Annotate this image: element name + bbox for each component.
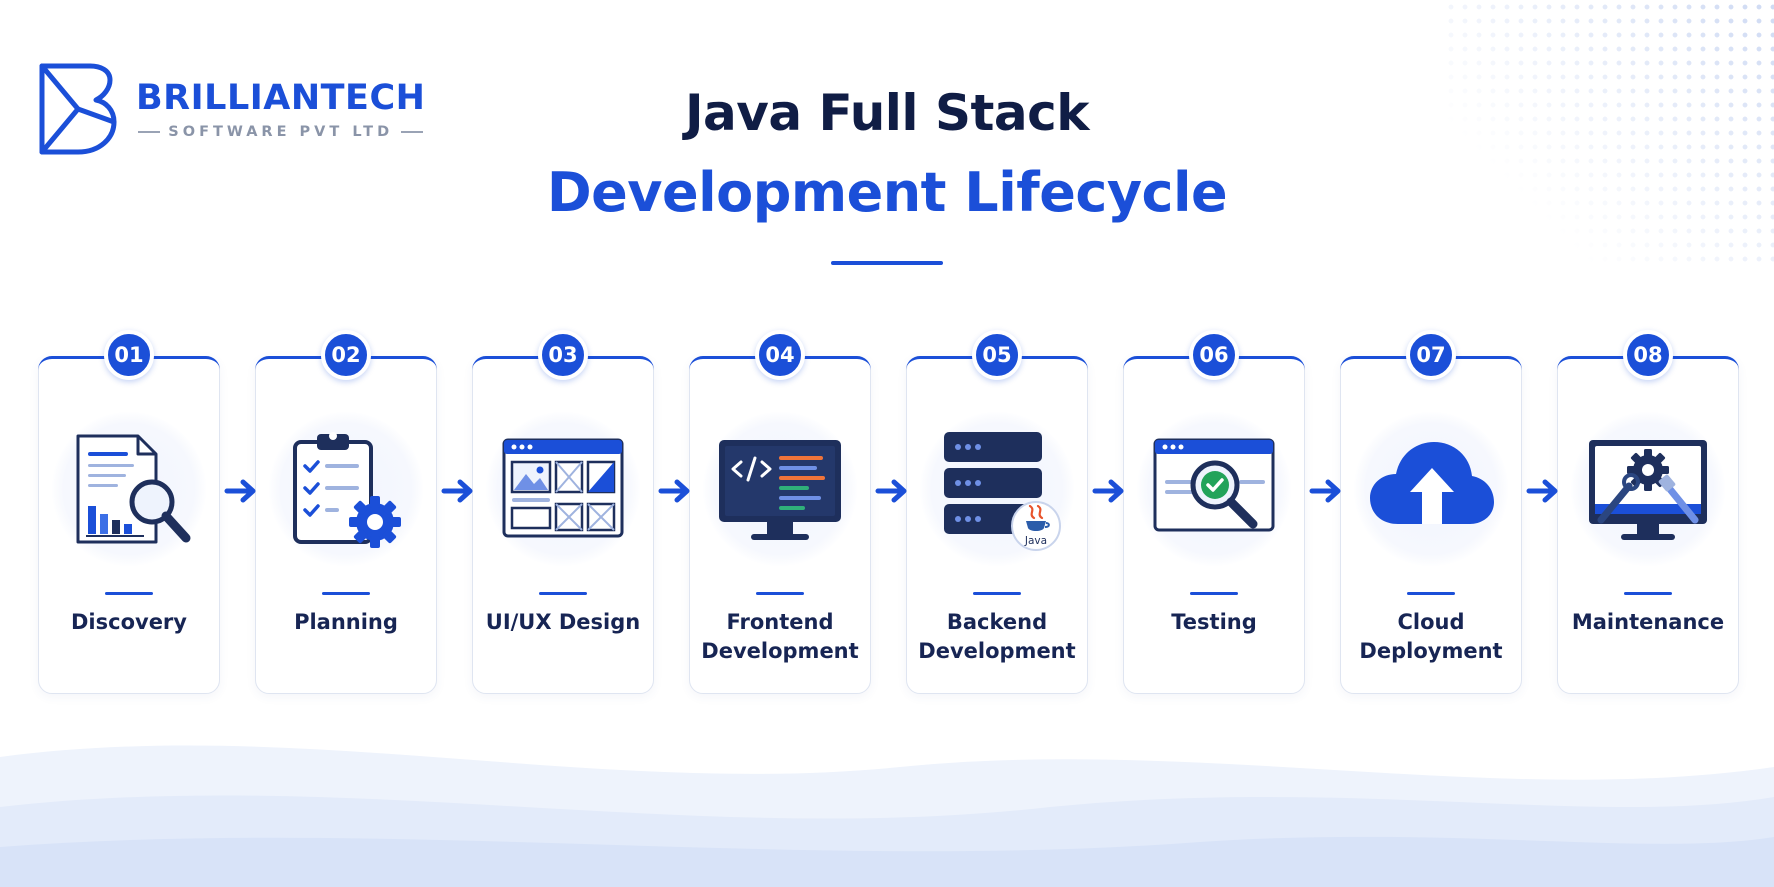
step-label: Frontend Development: [701, 610, 859, 663]
step-number-badge: 03: [538, 330, 588, 380]
java-logo-text: Java: [1024, 535, 1047, 547]
arrow-right-icon: [1526, 479, 1558, 503]
step-number-badge: 07: [1406, 330, 1456, 380]
step-number-badge: 01: [104, 330, 154, 380]
brand-name: BRILLIANTECH: [136, 78, 426, 118]
step-label: Planning: [294, 610, 398, 634]
step-number-badge: 05: [972, 330, 1022, 380]
dot-pattern: [1444, 0, 1774, 270]
step-label: Maintenance: [1571, 610, 1725, 634]
step-card-testing: 06 Testing: [1123, 330, 1305, 694]
step-card-frontend-development: 04 Frontend Development: [689, 330, 871, 694]
step-label: UI/UX Design: [485, 610, 641, 634]
step-label: Testing: [1171, 610, 1257, 634]
arrow-right-icon: [1092, 479, 1124, 503]
step-number-badge: 04: [755, 330, 805, 380]
brand-mark-icon: [39, 63, 117, 155]
step-label: Backend Development: [918, 610, 1076, 663]
subtitle-rule-right: [401, 131, 424, 133]
arrow-right-icon: [1309, 479, 1341, 503]
step-card-ui-ux-design: 03 UI/UX Design: [472, 330, 654, 694]
code-monitor-icon: [719, 440, 841, 540]
step-number-badge: 06: [1189, 330, 1239, 380]
step-label: Discovery: [71, 610, 187, 634]
arrow-right-icon: [224, 479, 256, 503]
wireframe-icon: [502, 438, 624, 538]
brand-subtitle-row: SOFTWARE PVT LTD: [136, 124, 425, 140]
brand-subtitle: SOFTWARE PVT LTD: [168, 124, 394, 140]
cloud-upload-icon: [1370, 442, 1494, 524]
background-waves: [0, 745, 1774, 887]
arrow-right-icon: [875, 479, 907, 503]
browser-check-icon: [1153, 438, 1275, 532]
step-number-badge: 02: [321, 330, 371, 380]
clipboard-gear-icon: [293, 432, 401, 548]
title-line-2: Development Lifecycle: [546, 161, 1228, 224]
arrow-right-icon: [658, 479, 690, 503]
step-card-planning: 02 Planning: [255, 330, 437, 694]
document-search-icon: [76, 434, 191, 544]
server-java-icon: Java: [944, 432, 1061, 551]
subtitle-rule-left: [138, 131, 161, 133]
page-title: Java Full Stack Development Lifecycle: [0, 80, 1774, 265]
step-label: Cloud Deployment: [1359, 610, 1503, 663]
brand-logo: BRILLIANTECH SOFTWARE PVT LTD: [38, 62, 425, 156]
title-line-1: Java Full Stack: [684, 84, 1090, 142]
step-card-discovery: 01 Discovery: [38, 330, 220, 694]
step-card-cloud-deployment: 07 Cloud Deployment: [1340, 330, 1522, 694]
step-number-badge: 08: [1623, 330, 1673, 380]
title-underline: [831, 261, 943, 265]
arrow-right-icon: [441, 479, 473, 503]
step-card-maintenance: 08 Maintenance: [1557, 330, 1739, 694]
step-card-backend-development: 05 Java Backend Development: [906, 330, 1088, 694]
monitor-gear-tools-icon: [1589, 440, 1707, 540]
